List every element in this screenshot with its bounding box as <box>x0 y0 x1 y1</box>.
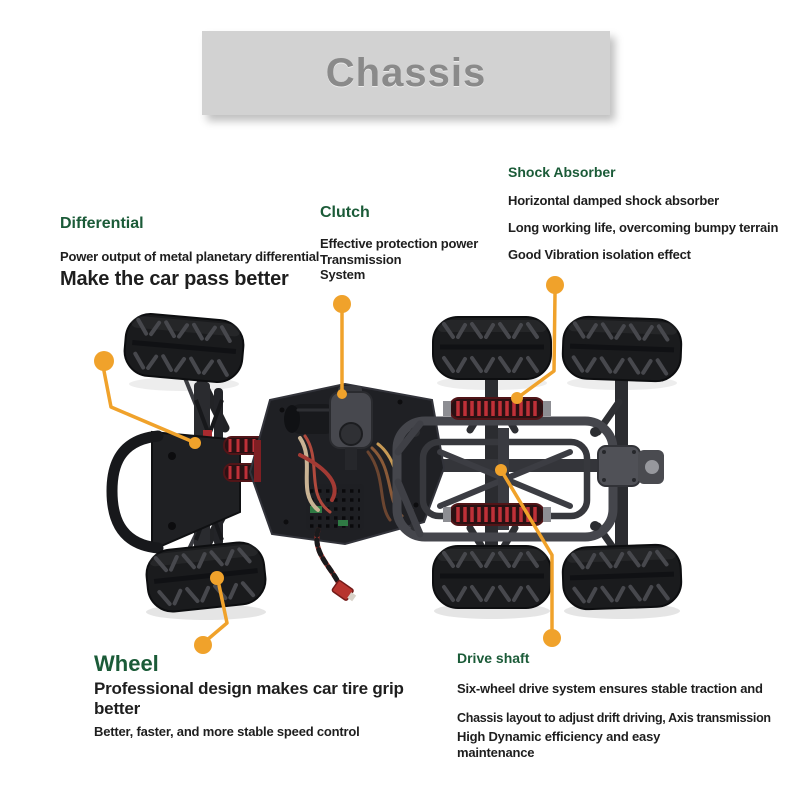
callout-shock-absorber <box>511 276 564 404</box>
motor <box>284 404 338 434</box>
front-bumper <box>106 430 241 554</box>
wheel-emphasis: Professional design makes car tire grip … <box>94 679 404 718</box>
clutch-line: Effective protection power <box>320 236 479 251</box>
drive-shaft-line: Chassis layout to adjust drift driving, … <box>457 711 771 725</box>
tire-rear-top <box>562 316 682 382</box>
section-differential: Differential Power output of metal plane… <box>60 216 319 291</box>
clutch-heading: Clutch <box>320 204 370 221</box>
tire-mid-top <box>433 317 551 379</box>
rear-diff-housing <box>597 445 664 487</box>
section-shock-absorber: Shock Absorber Horizontal damped shock a… <box>508 165 778 274</box>
differential-line: Power output of metal planetary differen… <box>60 249 320 264</box>
drive-shaft-heading: Drive shaft <box>457 650 530 666</box>
callout-wheel <box>194 571 229 654</box>
title-banner: Chassis <box>202 31 610 115</box>
section-wheel: Wheel Professional design makes car tire… <box>94 651 439 740</box>
differential-heading: Differential <box>60 215 144 232</box>
section-clutch: Clutch Effective protection power Transm… <box>320 205 478 283</box>
wheel-line: Better, faster, and more stable speed co… <box>94 724 360 739</box>
clutch-line: System <box>320 267 366 282</box>
callout-clutch <box>333 295 351 399</box>
callout-differential <box>94 351 201 449</box>
shock-absorber-heading: Shock Absorber <box>508 164 616 180</box>
clutch-line: Transmission <box>320 251 402 267</box>
differential-emphasis: Make the car pass better <box>60 268 289 290</box>
section-drive-shaft: Drive shaft Six-wheel drive system ensur… <box>457 651 771 760</box>
shock-absorber-line: Horizontal damped shock absorber <box>508 193 720 208</box>
tire-front-bottom <box>144 540 268 614</box>
tire-mid-bottom <box>433 546 551 608</box>
page-title: Chassis <box>325 50 487 95</box>
tire-rear-bottom <box>562 544 682 610</box>
callout-drive-shaft <box>495 464 561 647</box>
gearbox-transmission <box>329 386 373 470</box>
battery-plug-wire <box>314 527 357 602</box>
tire-front-top <box>123 312 246 384</box>
wheel-heading: Wheel <box>94 651 159 676</box>
drive-shaft-line: Six-wheel drive system ensures stable tr… <box>457 681 763 696</box>
drive-shaft-line: High Dynamic efficiency and easy mainten… <box>457 729 661 760</box>
shock-absorber-line: Good Vibration isolation effect <box>508 247 691 262</box>
shock-absorber-line: Long working life, overcoming bumpy terr… <box>508 220 779 235</box>
